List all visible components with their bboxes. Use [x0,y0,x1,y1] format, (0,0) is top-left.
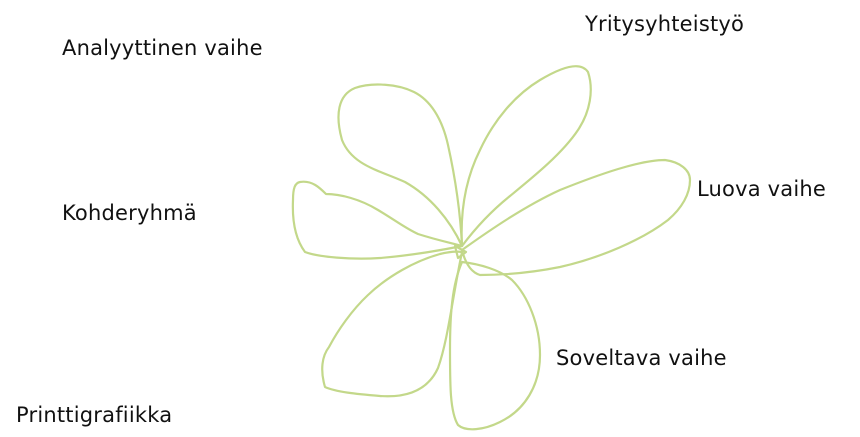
petal-printti [322,252,462,397]
petal-yritys [462,66,591,246]
petal-analyyttinen [338,85,462,246]
label-yritysyhteistyo: Yritysyhteistyö [585,14,744,35]
petal-kohde [293,182,462,259]
label-printtigrafiikka: Printtigrafiikka [16,405,172,426]
label-luova-vaihe: Luova vaihe [697,179,826,200]
petal-soveltava [450,262,540,429]
label-soveltava-vaihe: Soveltava vaihe [556,348,727,369]
label-kohderyhma: Kohderyhmä [62,203,197,224]
label-analyyttinen-vaihe: Analyyttinen vaihe [62,38,263,59]
petal-luova [462,160,690,275]
